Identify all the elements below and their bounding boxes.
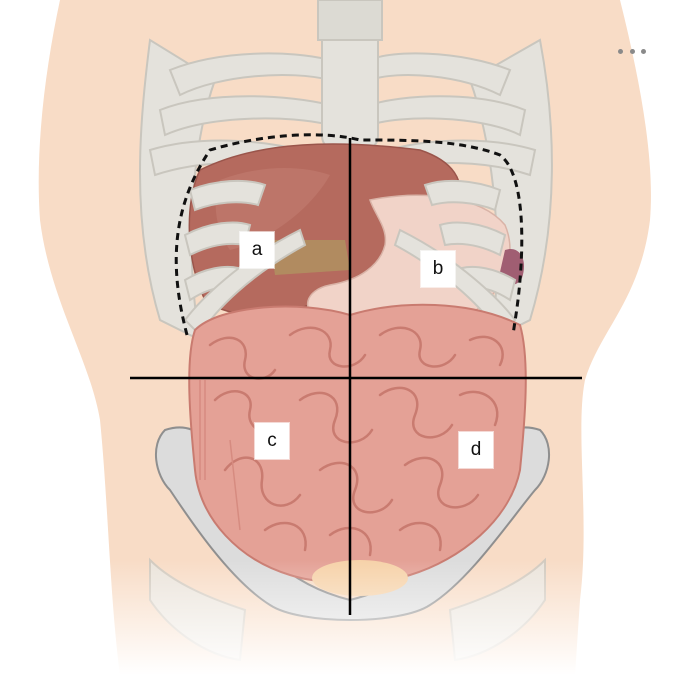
intestines <box>188 303 527 584</box>
label-d: d <box>459 432 493 468</box>
dot <box>618 48 623 54</box>
diaphragm-dashed-outline <box>174 133 524 336</box>
label-c: c <box>255 423 289 459</box>
rib-cage <box>139 0 553 342</box>
label-b: b <box>421 251 455 287</box>
dot <box>641 48 646 54</box>
label-a: a <box>240 232 274 268</box>
more-options-icon[interactable] <box>618 44 646 58</box>
bottom-fade <box>0 560 680 675</box>
dot <box>629 48 635 54</box>
